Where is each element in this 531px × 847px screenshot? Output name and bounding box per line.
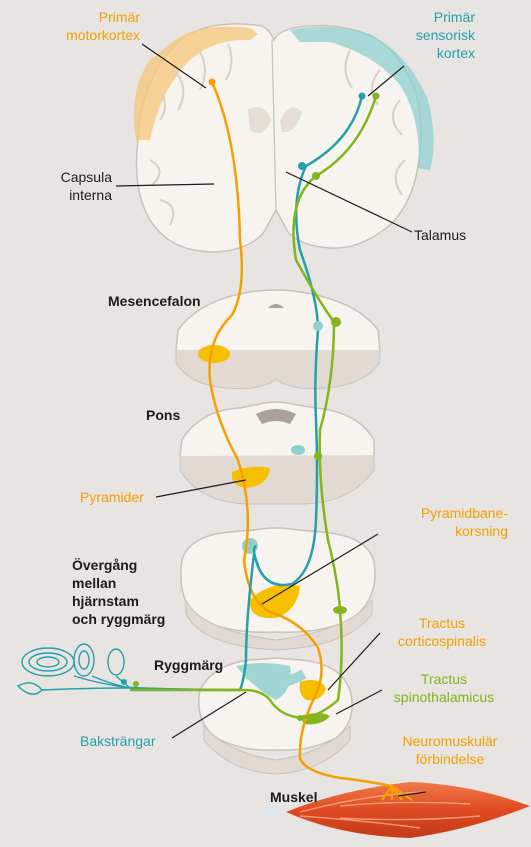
label-internal-capsule: Capsula interna — [24, 168, 112, 204]
label-spinal-cord: Ryggmärg — [154, 656, 223, 674]
midbrain-section — [176, 290, 380, 388]
label-neuromuscular-junction: Neuromuskulär förbindelse — [390, 732, 510, 768]
label-corticospinal-tract: Tractus corticospinalis — [382, 614, 502, 650]
label-primary-motor-cortex: Primär motorkortex — [30, 8, 140, 44]
label-primary-sensory-cortex: Primär sensorisk kortex — [400, 8, 475, 62]
label-pyramids: Pyramider — [80, 488, 144, 506]
sensory-receptors — [18, 644, 130, 694]
label-muscle: Muskel — [270, 788, 317, 806]
label-midbrain: Mesencefalon — [108, 292, 201, 310]
label-transition: Övergång mellan hjärnstam och ryggmärg — [72, 556, 165, 628]
label-pons: Pons — [146, 406, 180, 424]
pons-section — [180, 402, 374, 504]
label-thalamus: Talamus — [414, 226, 466, 244]
transition-section — [181, 528, 375, 650]
spinal-cord-section — [199, 658, 352, 774]
label-spinothalamic-tract: Tractus spinothalamicus — [386, 670, 502, 706]
label-pyramidal-decussation: Pyramidbane- korsning — [384, 504, 508, 540]
brain-section — [134, 24, 434, 252]
label-dorsal-columns: Baksträngar — [80, 732, 155, 750]
